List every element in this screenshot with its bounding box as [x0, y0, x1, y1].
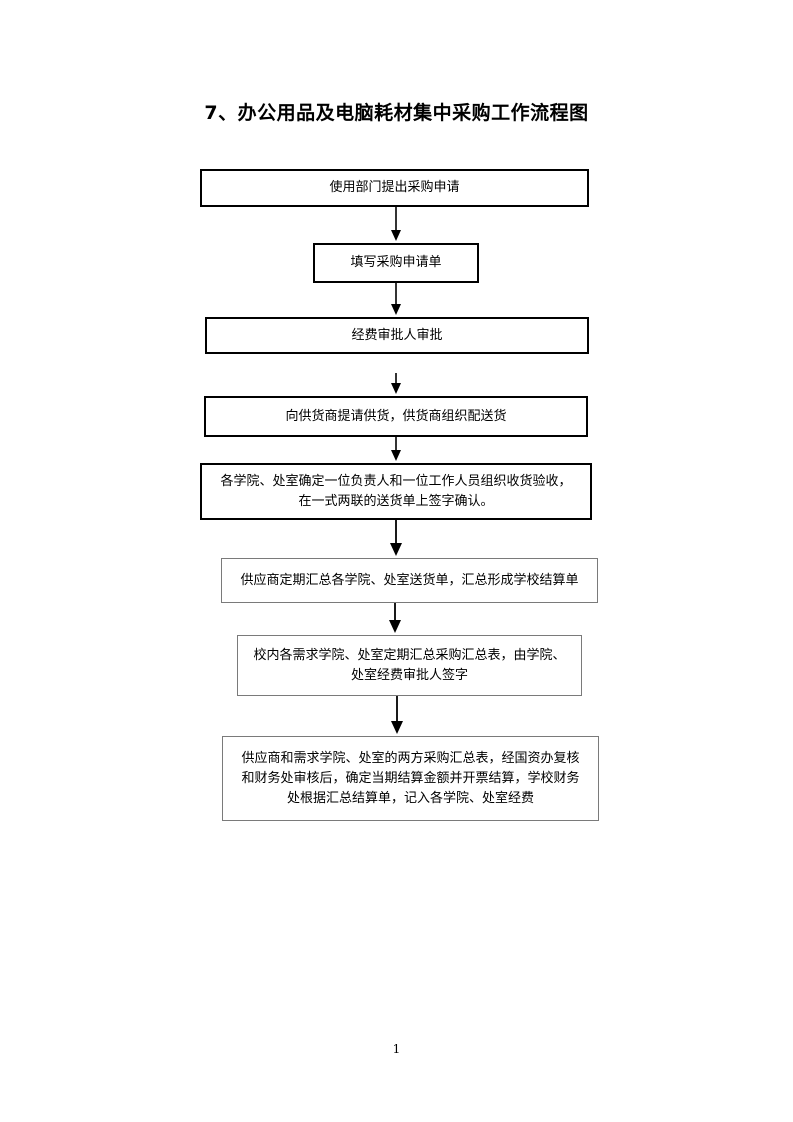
step-5-box: 各学院、处室确定一位负责人和一位工作人员组织收货验收， 在一式两联的送货单上签字… [200, 463, 592, 520]
arrow-6-to-7 [389, 603, 401, 633]
page-number: 1 [392, 1042, 401, 1056]
step-1-box: 使用部门提出采购申请 [200, 169, 589, 207]
step-8-box: 供应商和需求学院、处室的两方采购汇总表，经国资办复核 和财务处审核后，确定当期结… [222, 736, 599, 821]
step-7-box: 校内各需求学院、处室定期汇总采购汇总表，由学院、 处室经费审批人签字 [237, 635, 582, 696]
step-8-text: 供应商和需求学院、处室的两方采购汇总表，经国资办复核 和财务处审核后，确定当期结… [241, 750, 580, 806]
step-2-text: 填写采购申请单 [350, 255, 442, 270]
arrow-5-to-6 [390, 520, 402, 556]
step-7-text: 校内各需求学院、处室定期汇总采购汇总表，由学院、 处室经费审批人签字 [253, 647, 566, 683]
step-4-text: 向供货商提请供货，供货商组织配送货 [285, 408, 507, 424]
step-3-box: 经费审批人审批 [205, 317, 589, 354]
step-2-box: 填写采购申请单 [313, 243, 479, 283]
page-title: 7、办公用品及电脑耗材集中采购工作流程图 [204, 102, 589, 124]
arrow-3-to-4 [391, 373, 401, 394]
step-4-box: 向供货商提请供货，供货商组织配送货 [204, 396, 588, 437]
arrow-1-to-2 [391, 207, 401, 241]
arrow-4-to-5 [391, 437, 401, 461]
step-1-text: 使用部门提出采购申请 [329, 180, 460, 195]
step-5-text: 各学院、处室确定一位负责人和一位工作人员组织收货验收， 在一式两联的送货单上签字… [220, 473, 572, 509]
arrow-2-to-3 [391, 283, 401, 315]
step-3-text: 经费审批人审批 [351, 327, 443, 343]
arrow-7-to-8 [391, 696, 403, 734]
step-6-box: 供应商定期汇总各学院、处室送货单，汇总形成学校结算单 [221, 558, 598, 603]
step-6-text: 供应商定期汇总各学院、处室送货单，汇总形成学校结算单 [240, 572, 579, 588]
